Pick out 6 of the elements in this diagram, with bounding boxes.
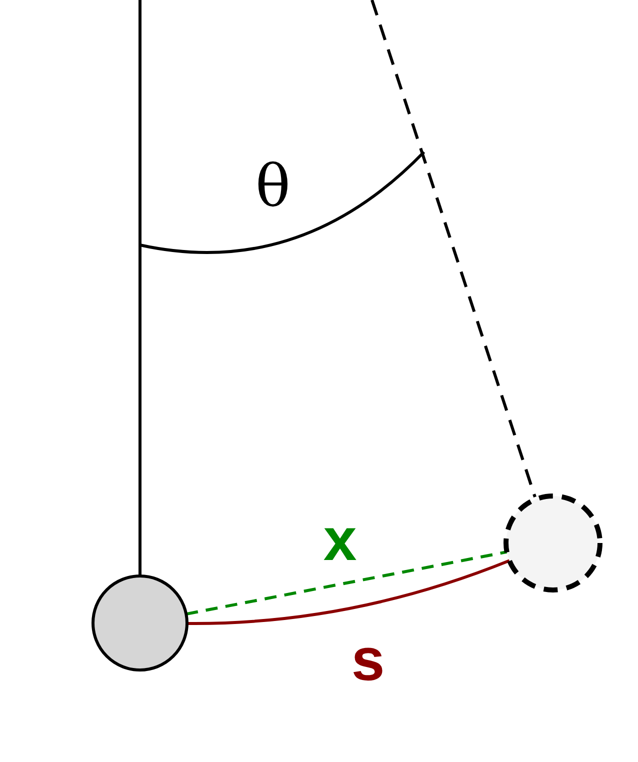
angle-label: θ (256, 157, 290, 215)
arc-line (186, 559, 510, 625)
displaced-bob (503, 493, 603, 593)
edge-label: x (323, 510, 357, 570)
edge-label: s (351, 630, 385, 690)
pendulum-bob (90, 573, 190, 673)
